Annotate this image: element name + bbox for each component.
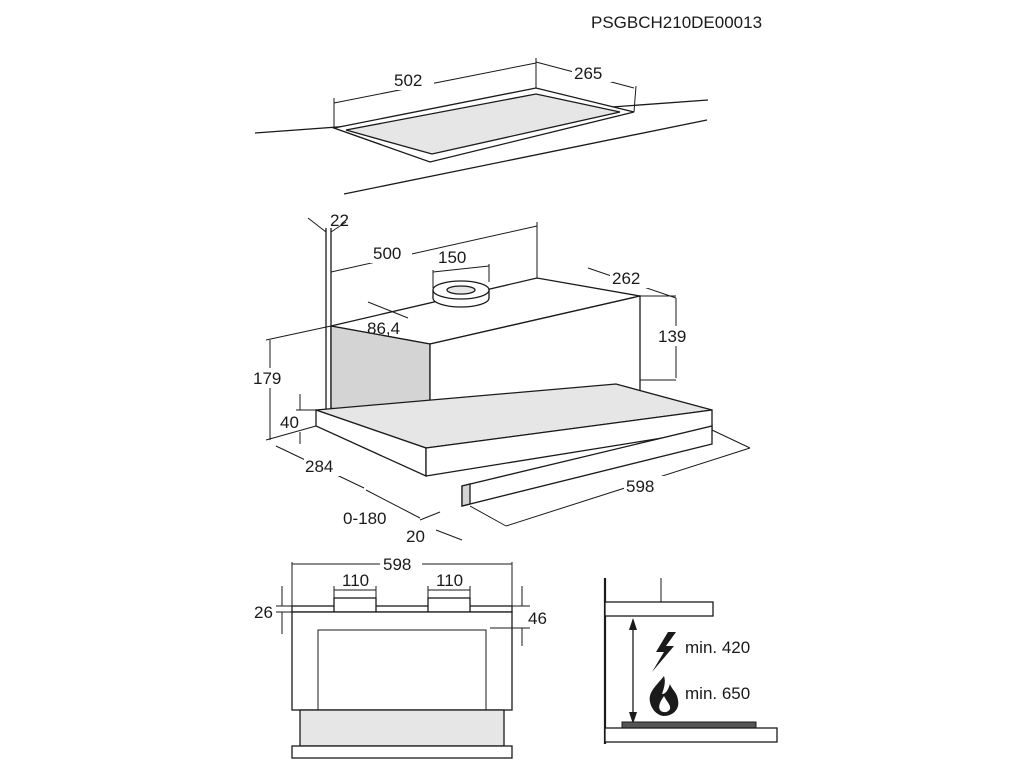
dim-line-extension [365,489,421,519]
dim-outlet-height: 46 [528,609,547,628]
hood-front-view: 598 110 110 26 46 [254,555,547,759]
hood-isometric-view: 22 500 150 86,4 262 139 179 40 [252,211,751,546]
install-worktop [604,727,778,743]
dim-body-depth-lower: 284 [305,457,333,476]
dim-body-height-rear: 139 [658,327,686,346]
front-body [291,611,513,711]
dim-total-height: 179 [253,369,281,388]
dim-outlet-width-right: 110 [436,571,463,590]
dim-outlet-from-back: 86,4 [367,319,400,338]
dim-front-width: 598 [383,555,411,574]
dim-front-lip: 20 [406,527,425,546]
document-code: PSGBCH210DE00013 [591,13,762,32]
install-gas-min: min. 650 [685,684,750,703]
dim-extension: 0-180 [343,509,386,528]
dim-top-plate: 26 [254,603,273,622]
install-electric-min: min. 420 [685,638,750,657]
ceiling-line-lower [343,119,708,195]
cutout-opening [345,93,621,155]
dim-outlet-from-side: 500 [373,244,401,263]
front-tray [299,709,505,747]
dim-body-depth: 262 [612,269,640,288]
front-visor [291,745,513,759]
dim-line-150 [432,265,490,273]
front-top-plate [291,605,513,613]
dim-line-500 [330,225,538,273]
dim-cutout-width: 502 [394,71,422,90]
visor-end [461,483,471,507]
dim-total-width: 598 [626,477,654,496]
dim-outlet-diameter: 150 [438,248,466,267]
installation-clearance-view: min. 420 min. 650 [603,578,778,744]
dim-outlet-width-left: 110 [342,571,369,590]
cutout-view: 502 265 [254,58,709,195]
lightning-bolt-icon [652,632,676,672]
install-hob [621,721,757,729]
dim-line-502 [333,62,537,104]
dim-cutout-depth: 265 [574,64,602,83]
dim-front-height: 40 [280,413,299,432]
install-hood [604,601,714,617]
dim-back-offset: 22 [330,211,349,230]
